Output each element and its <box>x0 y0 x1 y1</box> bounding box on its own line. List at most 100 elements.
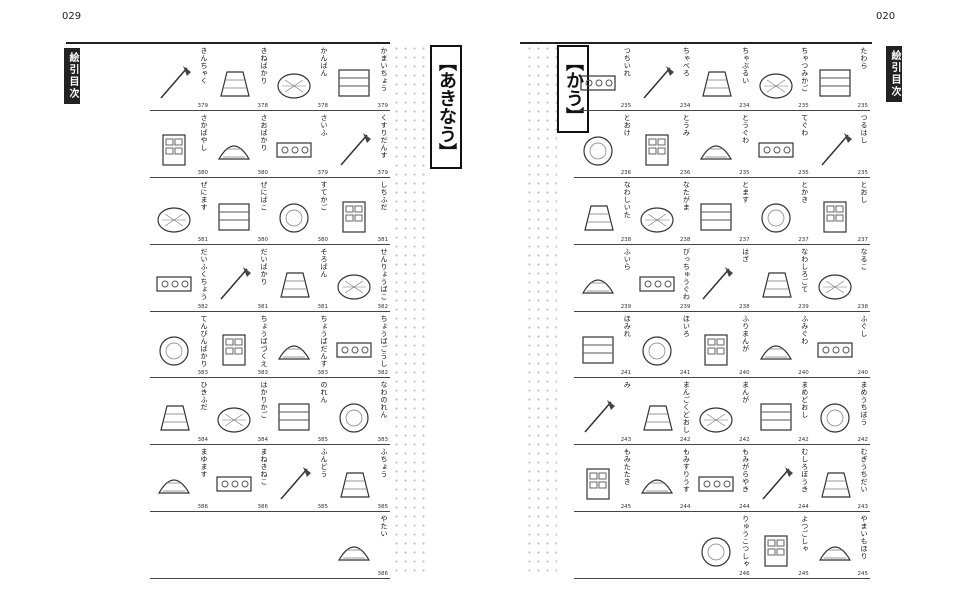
right-item-illustration <box>814 263 856 303</box>
left-item-reading: やたい <box>380 515 388 538</box>
left-page-number: 029 <box>62 11 82 22</box>
right-item-reading: りゅうこつしゃ <box>741 515 750 568</box>
left-item-reading: ふんどう <box>320 448 328 479</box>
left-item-reading: ひきふだ <box>200 381 208 412</box>
right-item-page-number: 234 <box>739 102 750 109</box>
right-item-page-number: 237 <box>798 236 809 243</box>
left-item-page-number: 384 <box>197 437 209 444</box>
right-item-page-number: 236 <box>620 169 632 176</box>
left-item-illustration <box>333 329 375 369</box>
right-item-illustration <box>755 463 797 503</box>
right-item-page-number: 235 <box>857 102 868 109</box>
left-item-page-number: 384 <box>257 437 269 444</box>
right-item-illustration <box>577 263 619 303</box>
right-item-illustration <box>636 329 678 369</box>
right-item-page-number: 242 <box>798 437 809 444</box>
left-item-page-number: 382 <box>197 303 209 310</box>
left-item-illustration <box>153 329 195 369</box>
left-item-reading: さいふ <box>320 113 328 137</box>
left-item-reading: ちょうばづくえ <box>260 314 268 368</box>
right-item-reading: とます <box>741 180 750 204</box>
left-item-page-number: 381 <box>257 303 269 310</box>
right-item-page-number: 237 <box>739 236 750 243</box>
right-item-illustration <box>814 463 856 503</box>
left-item-illustration <box>333 263 375 303</box>
left-item-reading: せんりょうばこ <box>380 247 388 301</box>
right-item-illustration <box>755 530 797 570</box>
left-item-page-number: 383 <box>197 370 209 377</box>
right-item-reading: ちゃべろ <box>682 47 691 77</box>
right-item-page-number: 239 <box>798 303 809 310</box>
left-item-reading: くすりだんす <box>380 113 388 159</box>
left-item-illustration <box>213 129 255 169</box>
left-item-reading: すてかご <box>320 180 328 211</box>
left-item-page-number: 378 <box>257 102 269 109</box>
right-item-reading: まんごくどおし <box>682 381 691 434</box>
right-item-reading: ふいら <box>623 247 632 271</box>
left-item-reading: かまいちょう <box>380 47 388 92</box>
left-item-illustration <box>273 196 315 236</box>
right-page-number: 020 <box>876 11 896 22</box>
right-item-illustration <box>755 329 797 369</box>
right-item-reading: なわしろごて <box>800 247 809 293</box>
right-item-reading: とうみ <box>682 113 691 137</box>
right-item-reading: よつごしゃ <box>800 515 809 553</box>
right-item-illustration <box>636 263 678 303</box>
left-item-reading: かんばん <box>320 47 328 77</box>
left-item-illustration <box>153 196 195 236</box>
left-item-page-number: 383 <box>317 370 329 377</box>
right-item-reading: み <box>623 381 632 389</box>
left-item-page-number: 379 <box>317 169 329 176</box>
right-item-cell: なわしろごて 239 <box>752 245 811 311</box>
right-item-page-number: 239 <box>679 303 691 310</box>
right-item-page-number: 240 <box>798 370 809 377</box>
right-item-reading: まんが <box>741 381 750 404</box>
left-item-page-number: 385 <box>317 437 329 444</box>
left-item-illustration <box>153 129 195 169</box>
left-item-reading: きねばかり <box>260 47 268 85</box>
right-item-reading: とかき <box>800 180 809 204</box>
right-item-page-number: 238 <box>620 236 632 243</box>
left-item-illustration <box>213 263 255 303</box>
left-item-illustration <box>273 62 315 102</box>
right-item-reading: もみがらやき <box>741 448 750 494</box>
right-item-page-number: 235 <box>739 169 750 176</box>
right-item-reading: むぎうちだい <box>859 448 868 494</box>
left-item-page-number: 386 <box>257 504 269 511</box>
left-item-reading: しちふだ <box>380 180 388 211</box>
left-item-reading: そろばん <box>320 247 328 278</box>
right-item-illustration <box>755 196 797 236</box>
right-item-reading: むしろぼうき <box>800 448 809 494</box>
right-section-title: 【かう】 <box>557 45 589 133</box>
left-item-illustration <box>213 196 255 236</box>
right-dot-column <box>525 44 557 576</box>
left-item-page-number: 381 <box>317 303 329 310</box>
